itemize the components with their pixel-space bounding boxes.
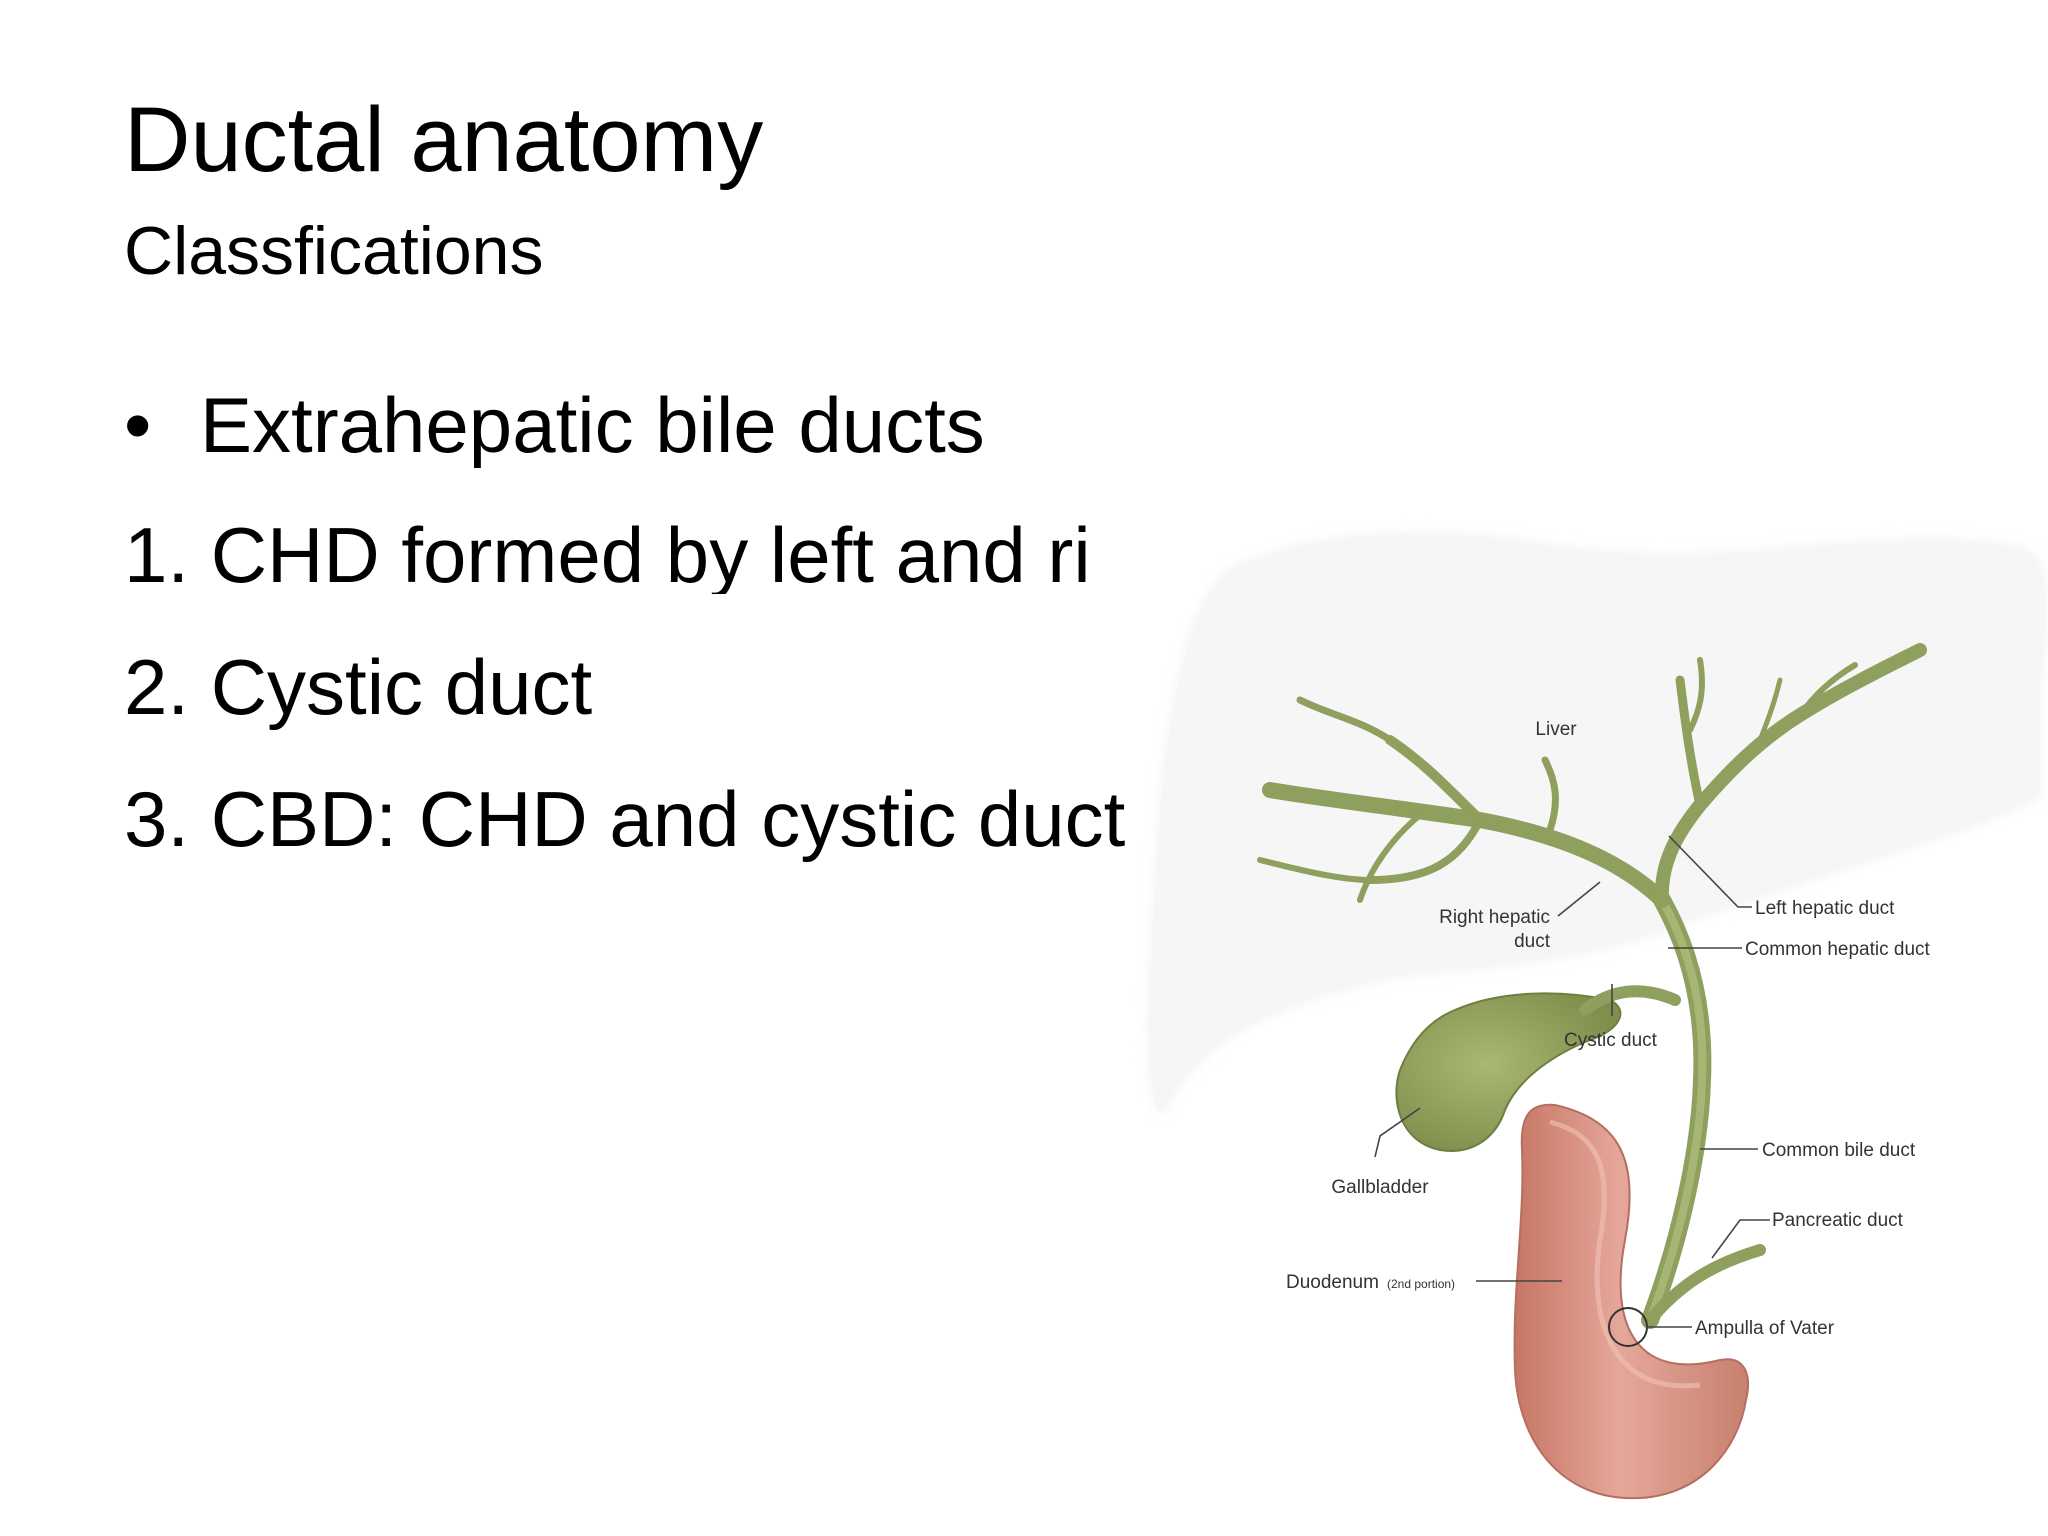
label-duodenum-note: (2nd portion) <box>1387 1277 1455 1291</box>
bile-duct-tree <box>1257 643 1927 1347</box>
bullet-item: •Extrahepatic bile ducts <box>124 386 985 464</box>
numbered-item-1: 1. CHD formed by left and ri <box>124 516 1091 594</box>
bullet-symbol: • <box>124 381 152 469</box>
label-left-hepatic: Left hepatic duct <box>1755 898 1895 919</box>
numbered-item-3: 3. CBD: CHD and cystic duct <box>124 775 1126 863</box>
label-liver: Liver <box>1535 719 1577 740</box>
label-gallbladder: Gallbladder <box>1331 1177 1429 1198</box>
label-duodenum: Duodenum <box>1286 1272 1379 1293</box>
label-common-hepatic: Common hepatic duct <box>1745 939 1931 960</box>
label-right-hepatic-line1: Right hepatic <box>1439 907 1550 928</box>
label-pancreatic: Pancreatic duct <box>1772 1210 1904 1231</box>
label-ampulla: Ampulla of Vater <box>1695 1318 1835 1339</box>
numbered-item-2: 2. Cystic duct <box>124 643 593 731</box>
label-leader-lines <box>1374 835 1770 1328</box>
label-right-hepatic-line2: duct <box>1514 931 1551 952</box>
duodenum-shape <box>1513 1103 1750 1500</box>
label-common-bile: Common bile duct <box>1762 1140 1916 1161</box>
slide-subtitle: Classfications <box>124 213 544 289</box>
liver-shape <box>1149 534 2046 1113</box>
bullet-text: Extrahepatic bile ducts <box>200 381 985 469</box>
gallbladder-shape <box>1395 992 1622 1152</box>
slide-title: Ductal anatomy <box>124 89 764 191</box>
label-cystic: Cystic duct <box>1564 1030 1658 1051</box>
